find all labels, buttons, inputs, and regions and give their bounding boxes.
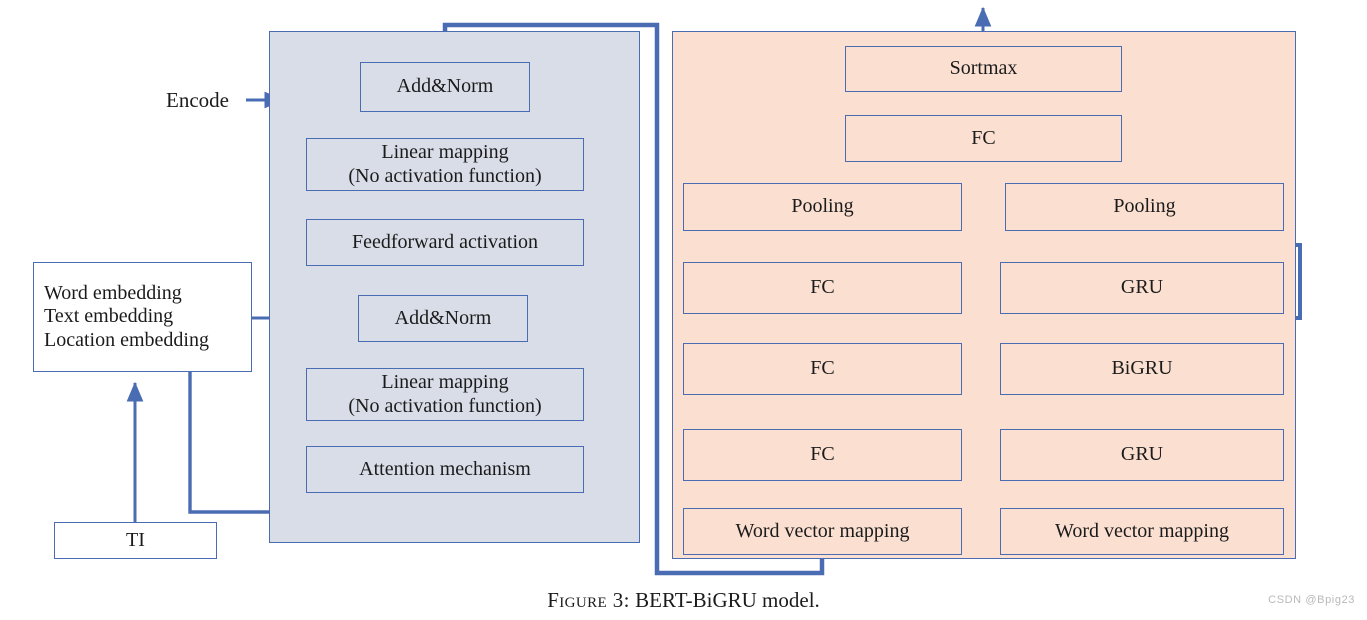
- decoder-pooling-left[interactable]: Pooling: [683, 183, 962, 231]
- decoder-left-word-vector-mapping[interactable]: Word vector mapping: [683, 508, 962, 555]
- decoder-left-fc-3[interactable]: FC: [683, 429, 962, 481]
- decoder-fc-head[interactable]: FC: [845, 115, 1122, 162]
- decoder-softmax[interactable]: Sortmax: [845, 46, 1122, 92]
- figure-caption: Figure 3: BERT-BiGRU model.: [0, 588, 1367, 613]
- decoder-right-word-vector-mapping[interactable]: Word vector mapping: [1000, 508, 1284, 555]
- ti-input-box[interactable]: TI: [54, 522, 217, 559]
- decoder-right-gru-top[interactable]: GRU: [1000, 262, 1284, 314]
- decoder-left-fc-1[interactable]: FC: [683, 262, 962, 314]
- embedding-input-box[interactable]: Word embedding Text embedding Location e…: [33, 262, 252, 372]
- encoder-linear-mapping-top[interactable]: Linear mapping (No activation function): [306, 138, 584, 191]
- decoder-left-fc-2[interactable]: FC: [683, 343, 962, 395]
- csdn-watermark: CSDN @Bpig23: [1268, 594, 1355, 606]
- encode-label: Encode: [166, 88, 229, 112]
- figure-caption-text: BERT-BiGRU model.: [635, 588, 820, 612]
- encoder-linear-mapping-bottom[interactable]: Linear mapping (No activation function): [306, 368, 584, 421]
- encoder-add-norm-bottom[interactable]: Add&Norm: [358, 295, 528, 342]
- encoder-add-norm-top[interactable]: Add&Norm: [360, 62, 530, 112]
- encoder-feedforward-activation[interactable]: Feedforward activation: [306, 219, 584, 266]
- decoder-pooling-right[interactable]: Pooling: [1005, 183, 1284, 231]
- encoder-attention-mechanism[interactable]: Attention mechanism: [306, 446, 584, 493]
- figure-caption-label: Figure 3:: [547, 588, 630, 612]
- arrow-decoder-output-to-encoder-input: [433, 22, 825, 576]
- decoder-right-bigru[interactable]: BiGRU: [1000, 343, 1284, 395]
- decoder-right-gru-bottom[interactable]: GRU: [1000, 429, 1284, 481]
